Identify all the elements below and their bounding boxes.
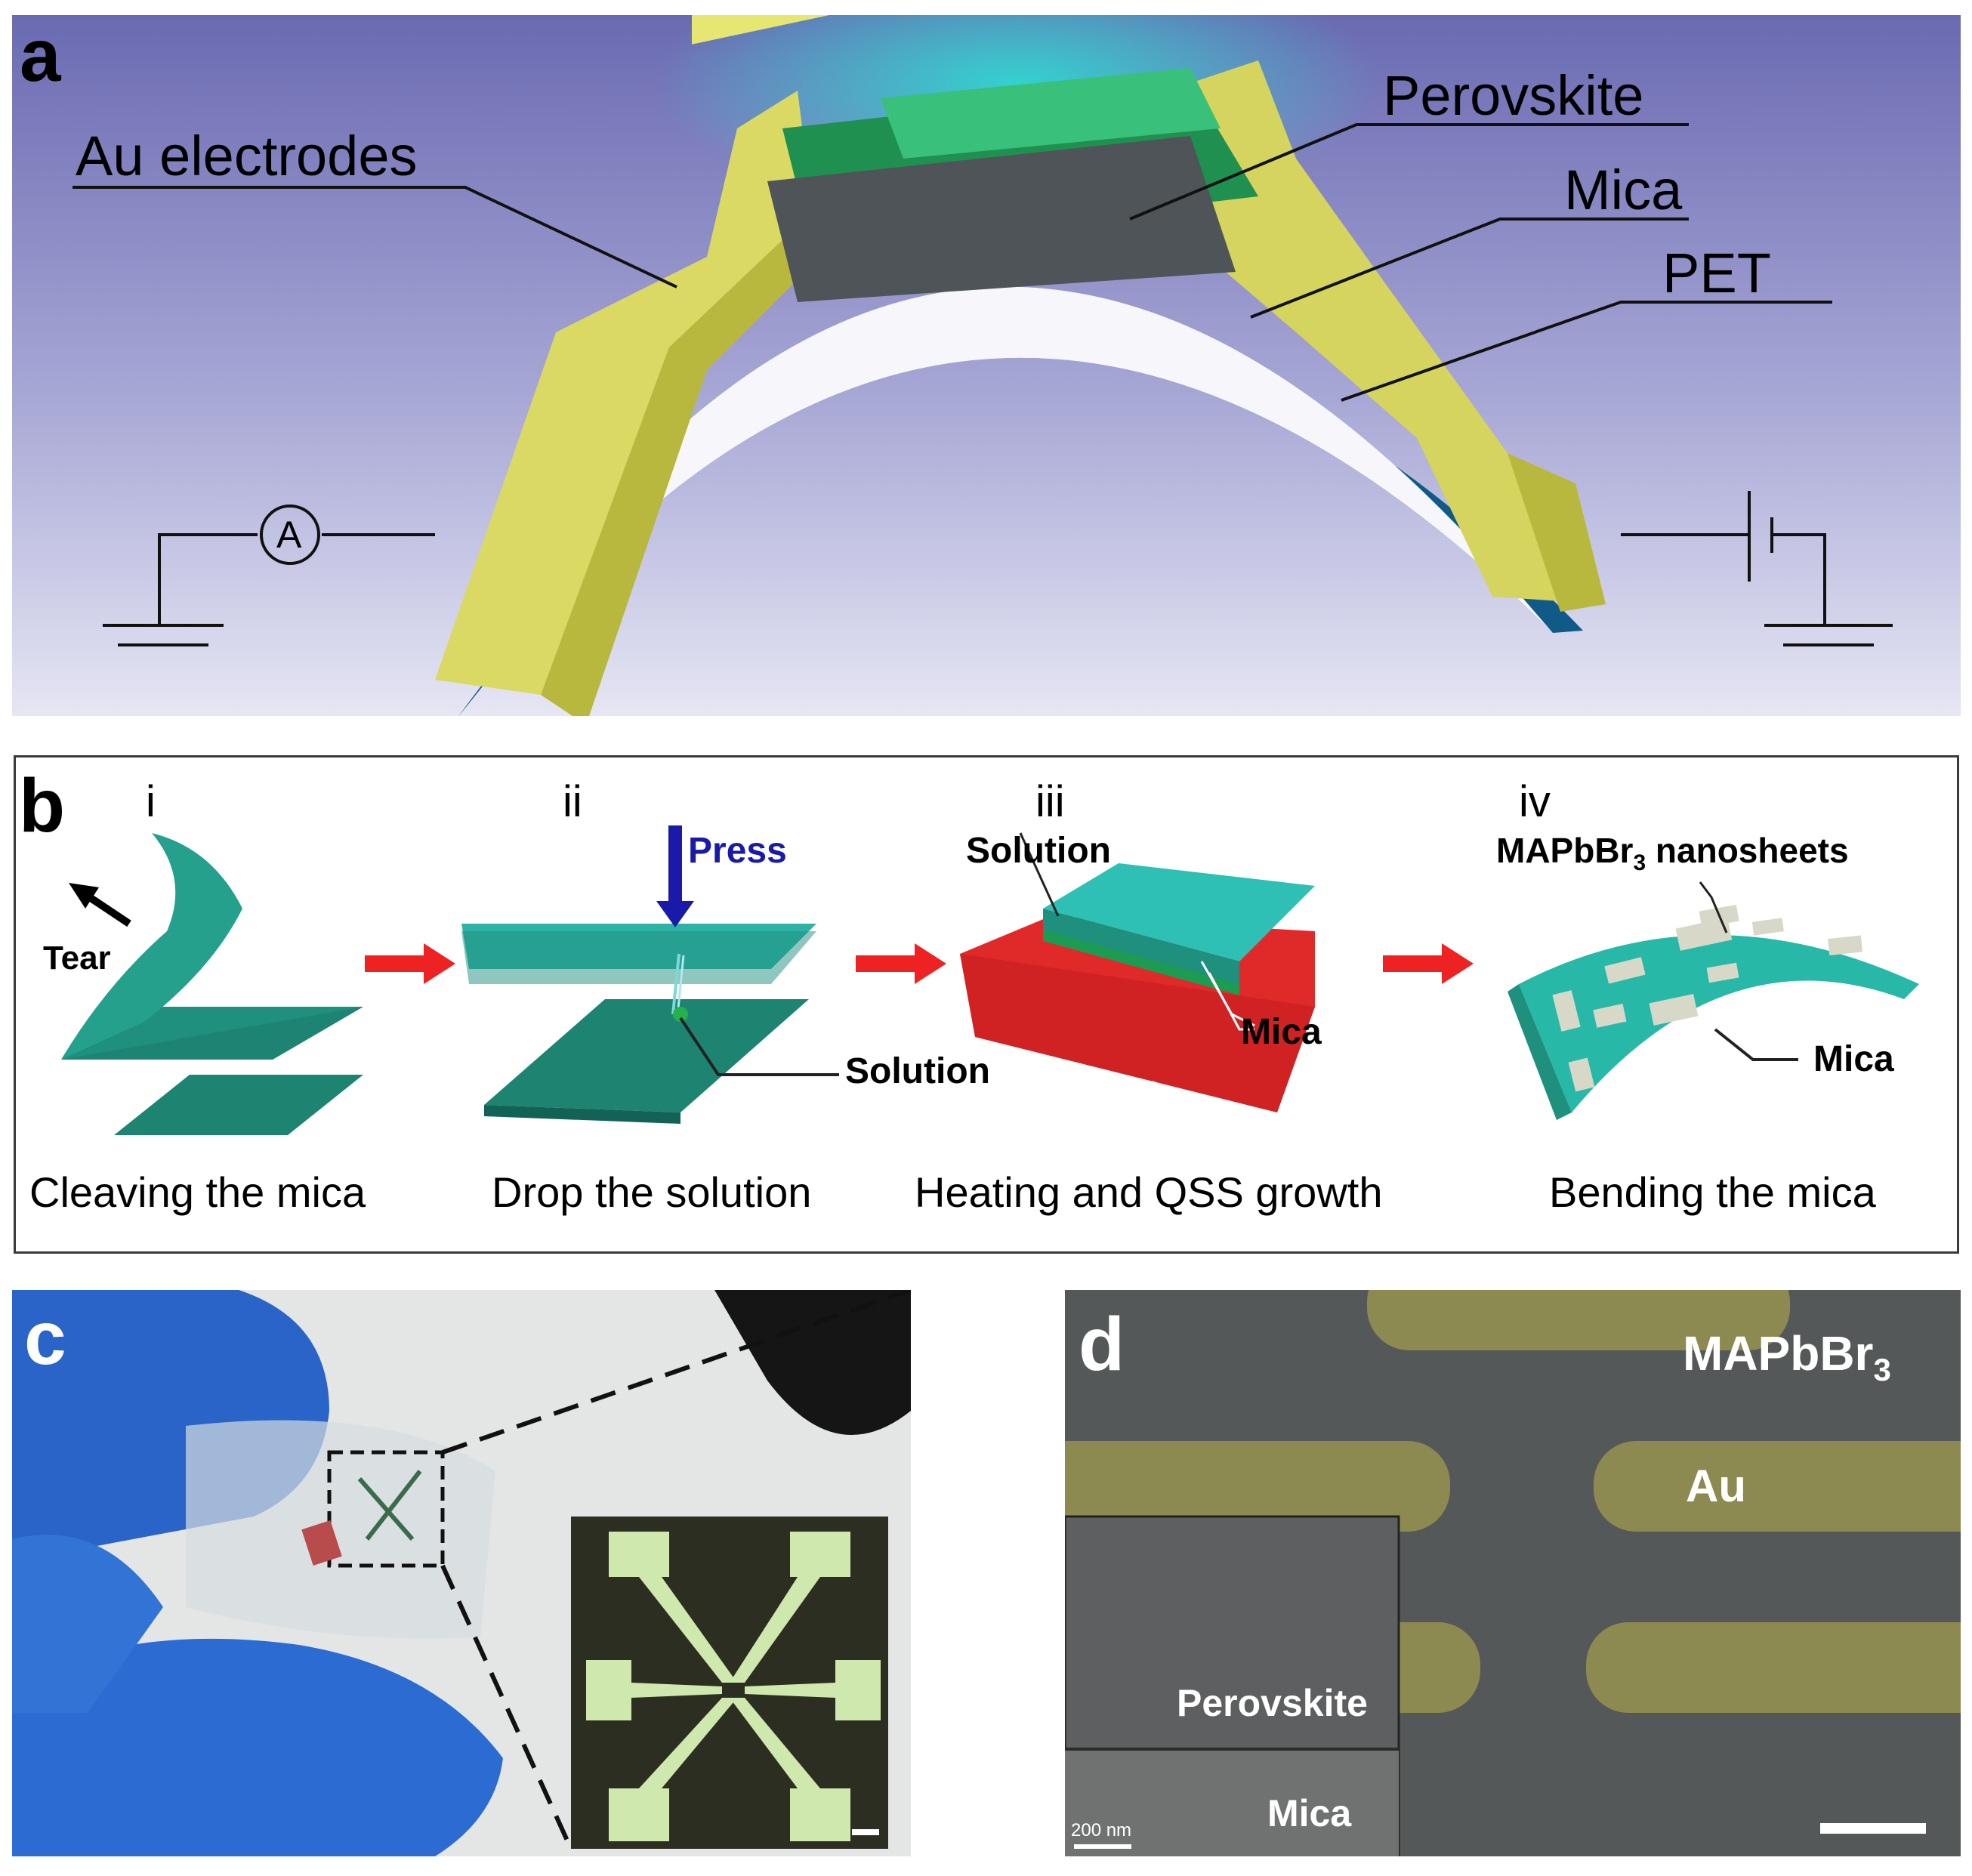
panel-a: a Au electrodes Perovskite Mica PET A: [12, 15, 1961, 716]
ammeter-label: A: [276, 514, 302, 556]
label-press: Press: [688, 831, 787, 871]
label-mica-inset: Mica: [1267, 1792, 1352, 1834]
step-i-numeral: i: [146, 777, 156, 826]
label-pet: PET: [1662, 242, 1771, 304]
label-perovskite: Perovskite: [1383, 64, 1644, 127]
right-electrode: [1145, 60, 1606, 604]
step-iv-numeral: iv: [1519, 777, 1551, 826]
caption-step-i: Cleaving the mica: [29, 1168, 366, 1216]
panel-d: d MAPbBr3 Au Perovskite Mica 200 nm: [1065, 1290, 1961, 1856]
dashed-selection-box: [327, 1450, 445, 1568]
ammeter-symbol: [260, 504, 320, 565]
panel-letter-c: c: [24, 1296, 66, 1381]
circuit-left: [103, 504, 435, 646]
nanosheets: [1552, 904, 1863, 1092]
step-iii-illustration: [960, 832, 1315, 1112]
label-au: Au: [1686, 1461, 1746, 1511]
circuit-right: [1621, 491, 1893, 646]
caption-step-iii: Heating and QSS growth: [915, 1168, 1383, 1216]
step-iv-illustration: [1508, 881, 1919, 1120]
process-arrows: [365, 943, 1474, 984]
label-solution-iii: Solution: [966, 831, 1111, 871]
label-mica-iv: Mica: [1813, 1039, 1894, 1079]
panel-b-graphic: [61, 825, 1919, 1135]
panel-d-sem-image: [1065, 1290, 1961, 1856]
label-mica: Mica: [1564, 159, 1683, 221]
label-mica-iii: Mica: [1241, 1012, 1322, 1052]
main-scale-bar: [1820, 1823, 1926, 1834]
caption-step-iv: Bending the mica: [1549, 1168, 1876, 1216]
step-i-illustration: [61, 833, 363, 1135]
label-mapbbr-nanosheets: MAPbBr3 nanosheets: [1496, 831, 1849, 876]
label-tear: Tear: [43, 940, 111, 977]
label-mapbbr3: MAPbBr3: [1683, 1326, 1891, 1387]
step-ii-illustration: [461, 825, 839, 1124]
device-inset: [571, 1517, 888, 1849]
perovskite-crystals: [767, 68, 1258, 302]
panel-c: c: [12, 1290, 911, 1856]
inset-scale-bar-200nm: [1074, 1844, 1131, 1849]
glove-lower: [12, 1638, 503, 1856]
step-ii-numeral: ii: [563, 777, 582, 826]
glove-left: [12, 1535, 163, 1713]
step-iii-numeral: iii: [1035, 777, 1065, 826]
label-au-electrodes: Au electrodes: [76, 125, 418, 187]
leader-lines: [73, 123, 1832, 402]
label-200nm: 200 nm: [1071, 1820, 1132, 1841]
caption-step-ii: Drop the solution: [492, 1168, 812, 1216]
mica-layer: [488, 286, 1553, 680]
black-object: [714, 1290, 911, 1435]
label-perovskite-inset: Perovskite: [1177, 1682, 1368, 1724]
label-solution-ii: Solution: [845, 1051, 990, 1091]
panel-b: b i ii iii iv Tear Press Solution Soluti…: [14, 755, 1959, 1254]
panel-a-graphic: [12, 15, 1961, 716]
panel-letter-a: a: [20, 15, 61, 97]
panel-letter-b: b: [19, 764, 66, 848]
inset-scale-bar: [852, 1829, 879, 1835]
left-electrode: [435, 91, 813, 695]
panel-letter-d: d: [1079, 1302, 1125, 1387]
panel-c-photo: [12, 1290, 911, 1856]
